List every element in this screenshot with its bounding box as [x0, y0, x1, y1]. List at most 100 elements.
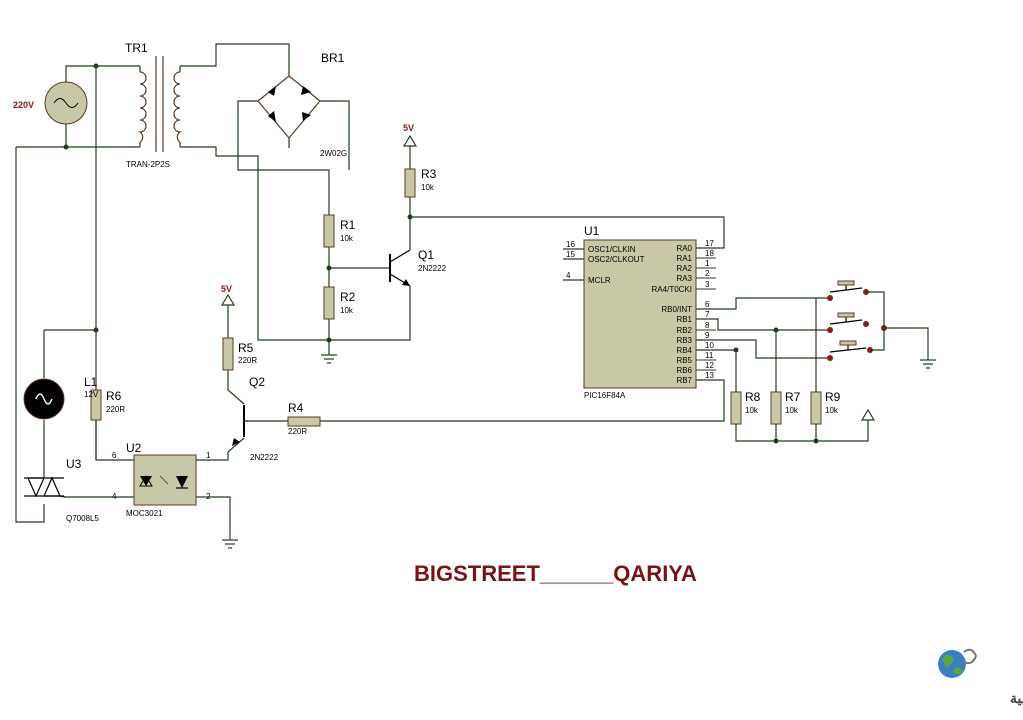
u1-pin-number: 7: [705, 310, 710, 319]
u1-pin-number: 13: [705, 371, 714, 380]
push-button-1: [827, 280, 869, 301]
br1-ref: BR1: [321, 51, 345, 65]
u1-pin-name: RB4: [676, 346, 692, 355]
power-vcc-switches: [860, 408, 876, 421]
u1-pin-name: RB3: [676, 336, 692, 345]
tr1-value: TRAN-2P2S: [126, 160, 170, 169]
r5-value: 220R: [238, 356, 257, 365]
u1-pin-number: 16: [566, 240, 575, 249]
u2-pin-4: 4: [112, 492, 117, 501]
pwr-5v-b-label: 5V: [221, 284, 232, 294]
ground-symbol-1: [321, 354, 337, 364]
push-button-3: [827, 340, 873, 361]
u1-pin-number: 15: [566, 250, 575, 259]
r2-ref: R2: [340, 290, 356, 304]
u1-pin-name: RB7: [676, 376, 692, 385]
transformer-tr1: [138, 56, 182, 152]
r8-value: 10k: [745, 406, 759, 415]
u1-pin-name: RB6: [676, 366, 692, 375]
pwr-5v-a-label: 5V: [403, 123, 414, 133]
u2-pin-1: 1: [206, 451, 211, 460]
r7-ref: R7: [785, 390, 801, 404]
u1-pin-number: 3: [705, 280, 710, 289]
u1-pin-name: RA3: [676, 274, 692, 283]
u2-pin-6: 6: [112, 451, 117, 460]
u2-ref: U2: [126, 441, 142, 455]
r5-ref: R5: [238, 341, 254, 355]
r9-ref: R9: [825, 390, 841, 404]
u1-pin-name: RB2: [676, 326, 692, 335]
q1-ref: Q1: [418, 248, 434, 262]
r9-value: 10k: [825, 406, 839, 415]
u1-pin-name: RB1: [676, 315, 692, 324]
bridge-rectifier-br1: [257, 75, 321, 139]
resistor-r8: [730, 391, 742, 425]
r3-ref: R3: [421, 167, 437, 181]
r1-value: 10k: [340, 234, 354, 243]
resistor-r1: [323, 214, 335, 248]
u1-pin-number: 10: [705, 341, 714, 350]
r6-value: 220R: [106, 405, 125, 414]
r1-ref: R1: [340, 218, 356, 232]
u1-pin-number: 4: [566, 271, 571, 280]
q2-value: 2N2222: [250, 453, 279, 462]
u1-pin-number: 2: [705, 269, 710, 278]
lamp-l1: [23, 378, 65, 420]
r8-ref: R8: [745, 390, 761, 404]
ground-symbol-2: [222, 539, 238, 549]
u3-ref: U3: [66, 457, 82, 471]
u1-pin-name: RA2: [676, 264, 692, 273]
ac-source: [44, 81, 88, 125]
u1-pin-name: RA4/T0CKI: [652, 285, 692, 294]
power-5v-q1: [402, 134, 418, 147]
l1-value: 12V: [84, 390, 99, 399]
switch-common-wire: [866, 291, 885, 328]
r7-value: 10k: [785, 406, 799, 415]
push-button-2: [827, 312, 887, 333]
u1-pin-number: 17: [705, 239, 714, 248]
u2-value: MOC3021: [126, 509, 163, 518]
u1-value: PIC16F84A: [584, 391, 626, 400]
resistor-r4: [287, 416, 321, 427]
l1-ref: L1: [84, 375, 98, 389]
u1-pin-name: OSC1/CLKIN: [588, 245, 636, 254]
r2-value: 10k: [340, 306, 354, 315]
r4-ref: R4: [288, 401, 304, 415]
u1-pin-number: 9: [705, 331, 710, 340]
globe-logo: [938, 648, 978, 678]
u1-pin-number: 12: [705, 361, 714, 370]
resistor-r6: [90, 389, 102, 421]
switch-common-wire-2: [870, 328, 885, 351]
resistor-r9: [810, 391, 822, 425]
tr1-ref: TR1: [125, 41, 148, 55]
u1-pin-number: 8: [705, 321, 710, 330]
u1-pin-number: 1: [705, 259, 710, 268]
resistor-r5: [222, 337, 234, 371]
resistor-r7: [770, 391, 782, 425]
resistor-r2: [323, 286, 335, 320]
power-5v-q2: [220, 293, 236, 306]
q2-ref: Q2: [249, 375, 265, 389]
u1-right-pins: RA017RA118RA21RA32RA4/T0CKI3RB0/INT6RB17…: [652, 239, 716, 385]
source-label: 220V: [13, 100, 34, 110]
ground-symbol-3: [920, 359, 936, 369]
u1-pin-number: 11: [705, 351, 714, 360]
logo-arabic-text: القرية الالكترونية: [1010, 690, 1023, 707]
triac-u3: [24, 476, 66, 498]
q1-value: 2N2222: [418, 264, 447, 273]
u1-pin-name: RB5: [676, 356, 692, 365]
r3-value: 10k: [421, 183, 435, 192]
r4-value: 220R: [288, 427, 307, 436]
u1-pin-name: RB0/INT: [661, 305, 692, 314]
optocoupler-u2: [133, 454, 197, 506]
resistor-r3: [404, 168, 416, 198]
u1-pin-name: RA1: [676, 254, 692, 263]
u2-pin-2: 2: [206, 492, 211, 501]
br1-value: 2W02G: [320, 149, 347, 158]
r6-ref: R6: [106, 389, 122, 403]
transistor-q2: [232, 405, 248, 446]
u1-pin-name: MCLR: [588, 276, 611, 285]
title-text: BIGSTREET______QARIYA: [414, 561, 697, 586]
